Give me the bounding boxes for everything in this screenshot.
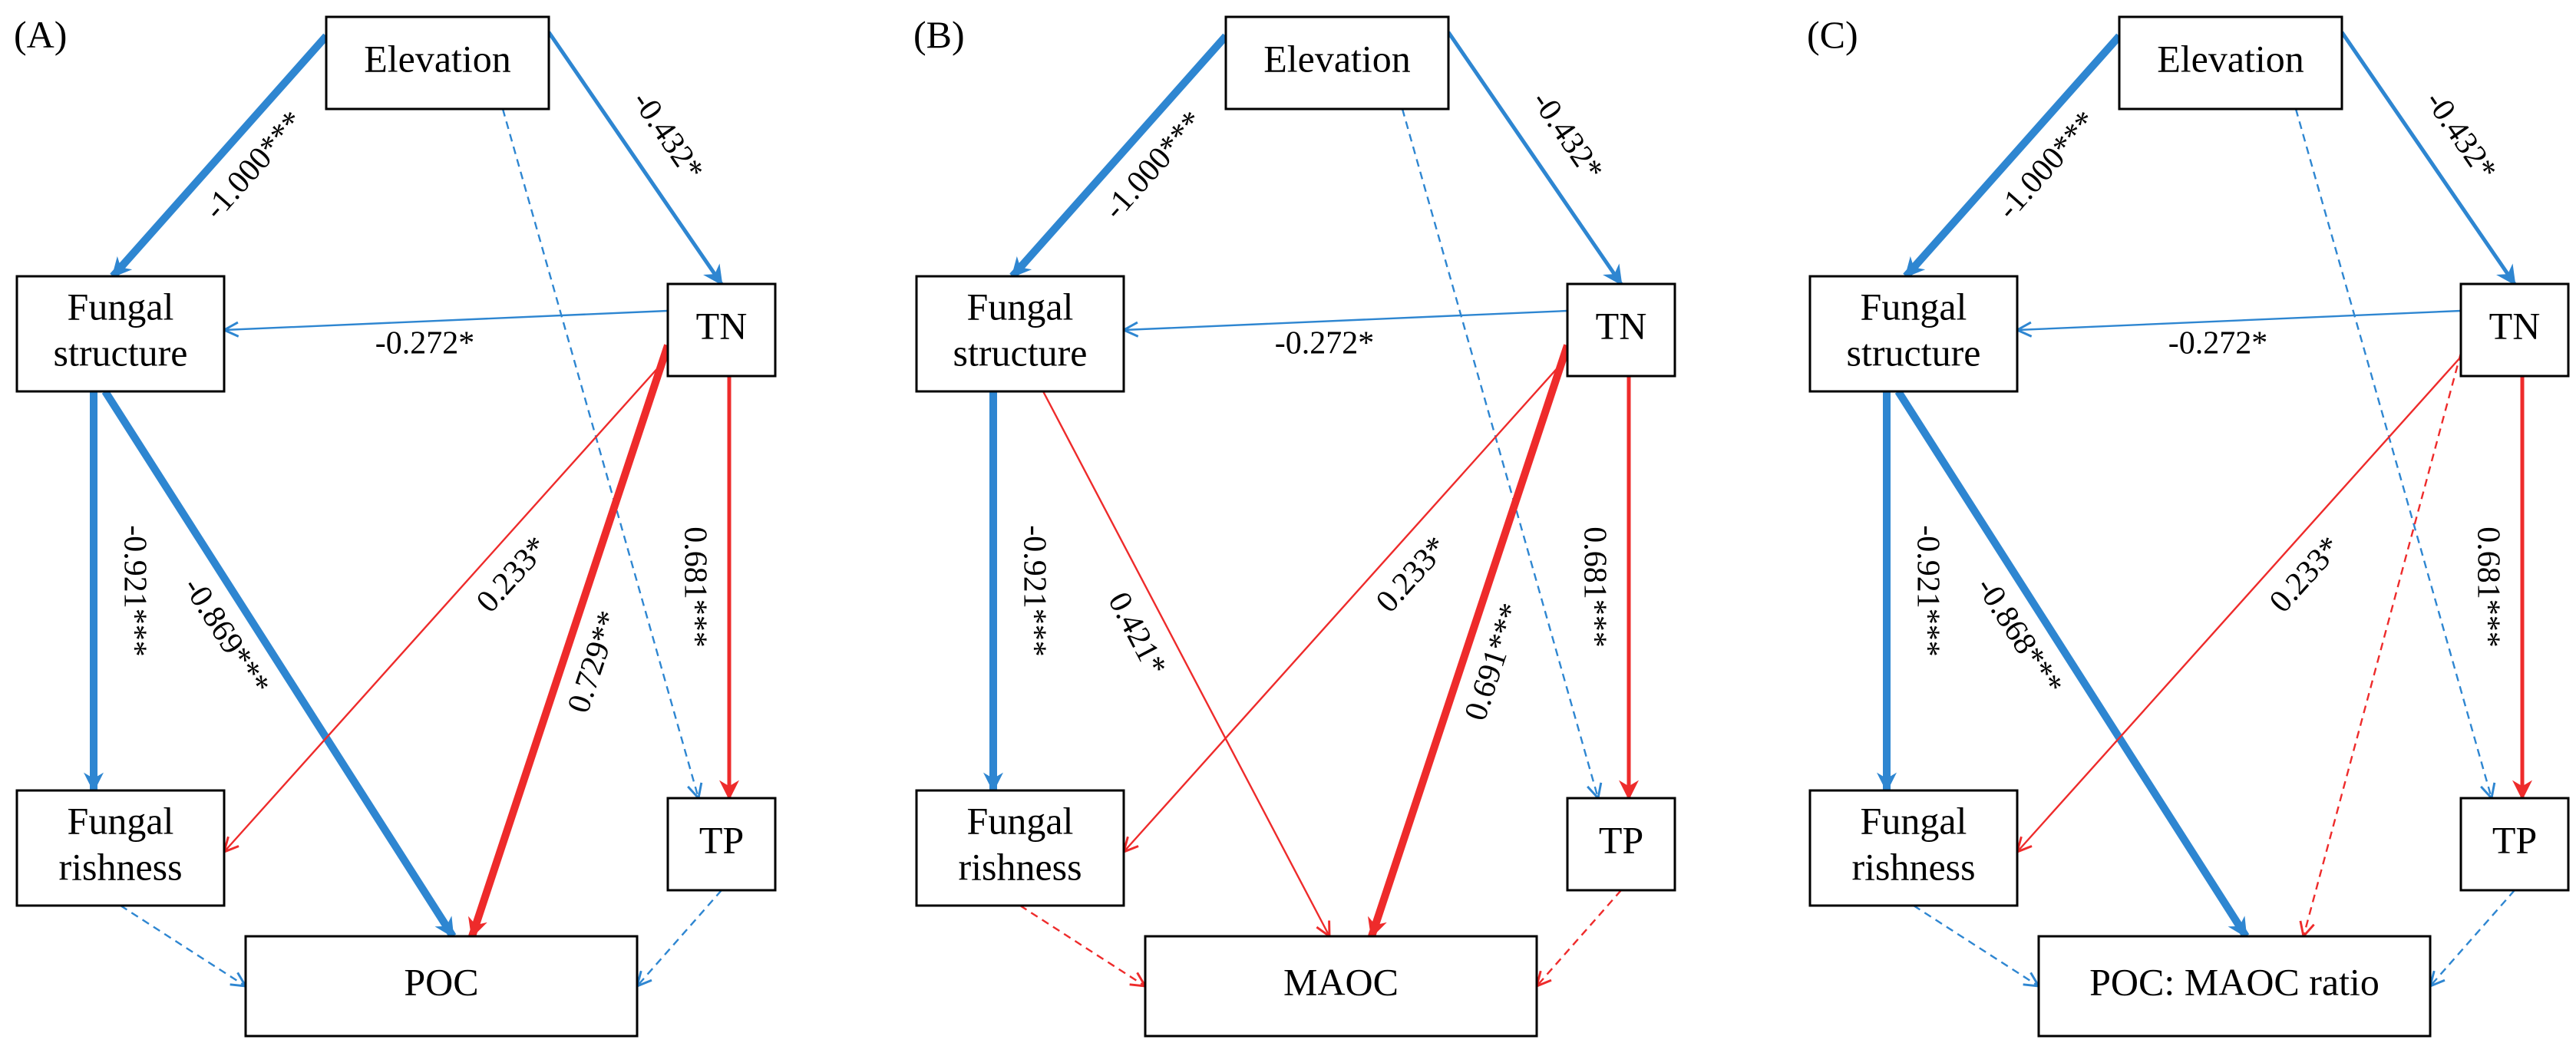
node-label-fungal-richness: rishness — [1851, 845, 1975, 888]
node-box-tn — [1566, 282, 1676, 378]
node-box-tn — [2459, 282, 2570, 378]
node-label-elevation: Elevation — [2157, 37, 2304, 80]
path-coefficient: 0.729** — [561, 607, 628, 718]
path-arrow-elevation-to-tn — [547, 31, 724, 286]
path-arrow-tp-to-response — [1537, 889, 1622, 986]
node-label-tp: TP — [2492, 818, 2537, 861]
path-arrow-elevation-to-tn — [1446, 31, 1623, 286]
path-coefficient: -0.272* — [375, 325, 475, 361]
node-label-fungal-richness: rishness — [958, 845, 1082, 888]
node-label-response: MAOC — [1283, 960, 1399, 1003]
node-label-response: POC: MAOC ratio — [2089, 960, 2379, 1003]
node-label-tp: TP — [1599, 818, 1643, 861]
path-arrow-fungal_structure-to-response — [101, 389, 457, 939]
path-arrow-tn-to-response — [2304, 352, 2462, 936]
node-box-elevation — [325, 15, 550, 111]
path-coefficient: -0.432* — [625, 85, 710, 187]
node-label-fungal-structure: Fungal — [68, 285, 174, 328]
node-label-fungal-richness: Fungal — [967, 799, 1074, 842]
path-coefficient: -0.432* — [1524, 85, 1610, 187]
node-label-fungal-structure: Fungal — [1861, 285, 1967, 328]
path-arrow-fungal_structure-to-response — [1042, 391, 1329, 936]
node-box-tp — [666, 797, 777, 892]
path-arrow-elevation-to-tp — [1401, 108, 1598, 798]
path-arrow-tn-to-fungal_richness — [1124, 356, 1568, 852]
path-coefficient: 0.681*** — [2470, 526, 2505, 648]
node-label-tp: TP — [699, 818, 744, 861]
node-box-fungal-richness — [915, 789, 1125, 907]
path-arrow-fungal_richness-to-response — [1019, 904, 1145, 986]
path-coefficient: 0.233* — [1369, 530, 1455, 619]
path-arrow-elevation-to-tp — [2294, 108, 2492, 798]
path-arrow-tn-to-fungal_structure — [1124, 309, 1568, 330]
path-coefficient: 0.233* — [470, 530, 555, 619]
node-box-tp — [1566, 797, 1676, 892]
path-coefficient: 0.233* — [2263, 530, 2348, 619]
node-label-fungal-structure: structure — [953, 331, 1088, 374]
path-coefficient: -0.921*** — [1016, 525, 1052, 657]
node-box-fungal-richness — [1808, 789, 2019, 907]
node-box-response — [1144, 935, 1538, 1038]
path-arrow-elevation-to-tp — [501, 108, 698, 798]
path-arrow-tn-to-response — [468, 344, 672, 939]
path-arrow-elevation-to-fungal_structure — [110, 33, 329, 279]
panel-label: (C) — [1807, 13, 1858, 56]
path-arrow-fungal_richness-to-response — [120, 904, 246, 986]
node-box-elevation — [1224, 15, 1450, 111]
panel-label: (A) — [14, 13, 67, 56]
path-coefficient: 0.691*** — [1458, 599, 1529, 725]
node-label-tn: TN — [1596, 304, 1647, 347]
node-label-fungal-richness: Fungal — [68, 799, 174, 842]
node-label-fungal-structure: structure — [54, 331, 188, 374]
path-arrow-tn-to-response — [1368, 344, 1571, 939]
path-arrow-fungal_structure-to-response — [1894, 389, 2250, 939]
node-box-tn — [666, 282, 777, 378]
path-coefficient: -0.432* — [2418, 85, 2503, 187]
path-coefficient: 0.681*** — [1577, 526, 1612, 648]
path-arrow-elevation-to-tn — [2340, 31, 2517, 286]
panel-1: -1.000***-0.432*-0.272*-0.921***0.421*0.… — [913, 13, 1676, 1038]
node-label-tn: TN — [696, 304, 748, 347]
node-box-fungal-structure — [1808, 275, 2019, 393]
path-arrow-elevation-to-fungal_structure — [1903, 33, 2122, 279]
path-arrow-tp-to-response — [2430, 889, 2515, 986]
path-coefficient: -0.921*** — [1910, 525, 1945, 657]
node-label-fungal-richness: rishness — [58, 845, 182, 888]
node-label-fungal-richness: Fungal — [1861, 799, 1967, 842]
node-box-fungal-structure — [15, 275, 226, 393]
panel-label: (B) — [913, 13, 965, 56]
node-label-fungal-structure: structure — [1847, 331, 1981, 374]
node-box-fungal-structure — [915, 275, 1125, 393]
path-arrow-tn-to-fungal_structure — [2017, 309, 2462, 330]
node-label-fungal-structure: Fungal — [967, 285, 1074, 328]
path-coefficient: -0.272* — [1275, 325, 1375, 361]
path-arrow-elevation-to-fungal_structure — [1009, 33, 1229, 279]
node-label-elevation: Elevation — [1263, 37, 1411, 80]
path-arrow-fungal_richness-to-response — [1913, 904, 2039, 986]
path-coefficient: -0.272* — [2168, 325, 2268, 361]
path-arrow-tp-to-response — [637, 889, 722, 986]
path-arrow-tn-to-fungal_structure — [224, 309, 669, 330]
node-box-elevation — [2118, 15, 2343, 111]
node-box-response — [244, 935, 639, 1038]
path-coefficient: 0.421* — [1101, 586, 1173, 681]
path-arrow-tn-to-fungal_richness — [224, 356, 669, 852]
path-coefficient: 0.681*** — [677, 526, 712, 648]
panel-0: -1.000***-0.432*-0.272*-0.921***-0.869**… — [14, 13, 777, 1038]
node-label-response: POC — [404, 960, 478, 1003]
path-coefficient: -0.921*** — [117, 525, 152, 657]
node-label-elevation: Elevation — [364, 37, 511, 80]
path-arrow-tn-to-fungal_richness — [2017, 356, 2462, 852]
node-box-tp — [2459, 797, 2570, 892]
panel-2: -1.000***-0.432*-0.272*-0.921***-0.868**… — [1807, 13, 2570, 1038]
node-box-response — [2037, 935, 2432, 1038]
node-box-fungal-richness — [15, 789, 226, 907]
node-label-tn: TN — [2489, 304, 2541, 347]
